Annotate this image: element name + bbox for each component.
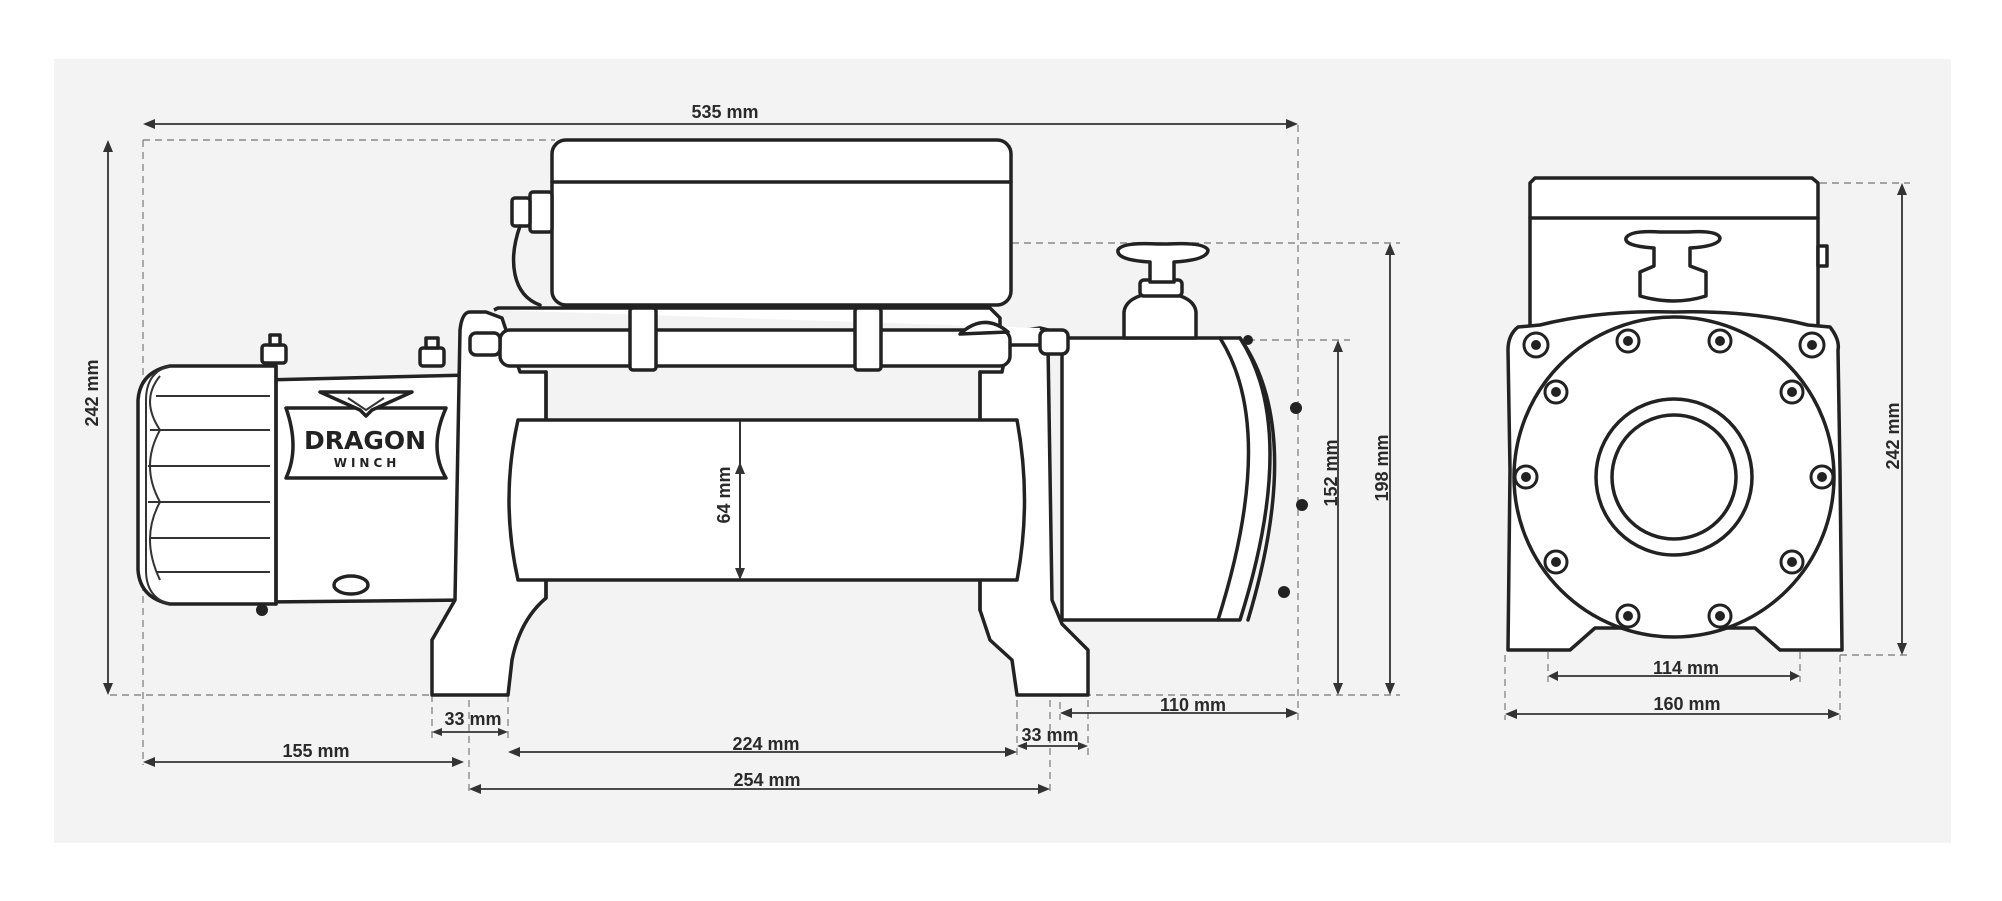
winch-side-view: DRAGON WINCH (136, 138, 1308, 697)
cable-drum (507, 418, 1027, 582)
dim-end-bolt-spacing: 114 mm (1653, 658, 1719, 678)
dim-drum-diameter: 64 mm (714, 466, 734, 523)
control-box-connector (528, 190, 554, 234)
dim-end-height: 242 mm (1883, 402, 1903, 469)
dim-gearbox-overhang: 155 mm (282, 741, 349, 761)
dragon-winch-logo: DRAGON WINCH (284, 390, 448, 480)
dim-motor-overhang: 110 mm (1160, 695, 1226, 715)
dimension-lines (103, 119, 1907, 794)
dim-overall-height: 242 mm (82, 359, 102, 426)
brand-name: DRAGON (304, 426, 426, 455)
brand-sub: WINCH (334, 456, 401, 470)
flange-bolts (1513, 328, 1835, 629)
dim-bolt-spacing: 254 mm (733, 770, 800, 790)
dim-foot-right: 33 mm (1021, 725, 1078, 745)
gearbox-studs (260, 333, 446, 368)
control-box (550, 138, 1013, 307)
dim-overall-length: 535 mm (691, 102, 758, 122)
tie-bar (468, 306, 1070, 372)
dim-end-base-width: 160 mm (1653, 694, 1720, 714)
winch-end-view (1506, 176, 1844, 652)
dim-motor-height: 152 mm (1321, 439, 1341, 506)
dim-height-to-clutch: 198 mm (1372, 434, 1392, 501)
end-view-clutch-handle (1624, 229, 1722, 303)
gearbox-end-cap (136, 364, 278, 606)
clutch-handle (1116, 241, 1210, 340)
dimension-labels: 535 mm 242 mm 64 mm 152 mm 198 mm 33 mm … (82, 102, 1903, 790)
dim-foot-left: 33 mm (444, 709, 501, 729)
dim-drum-length: 224 mm (732, 734, 799, 754)
